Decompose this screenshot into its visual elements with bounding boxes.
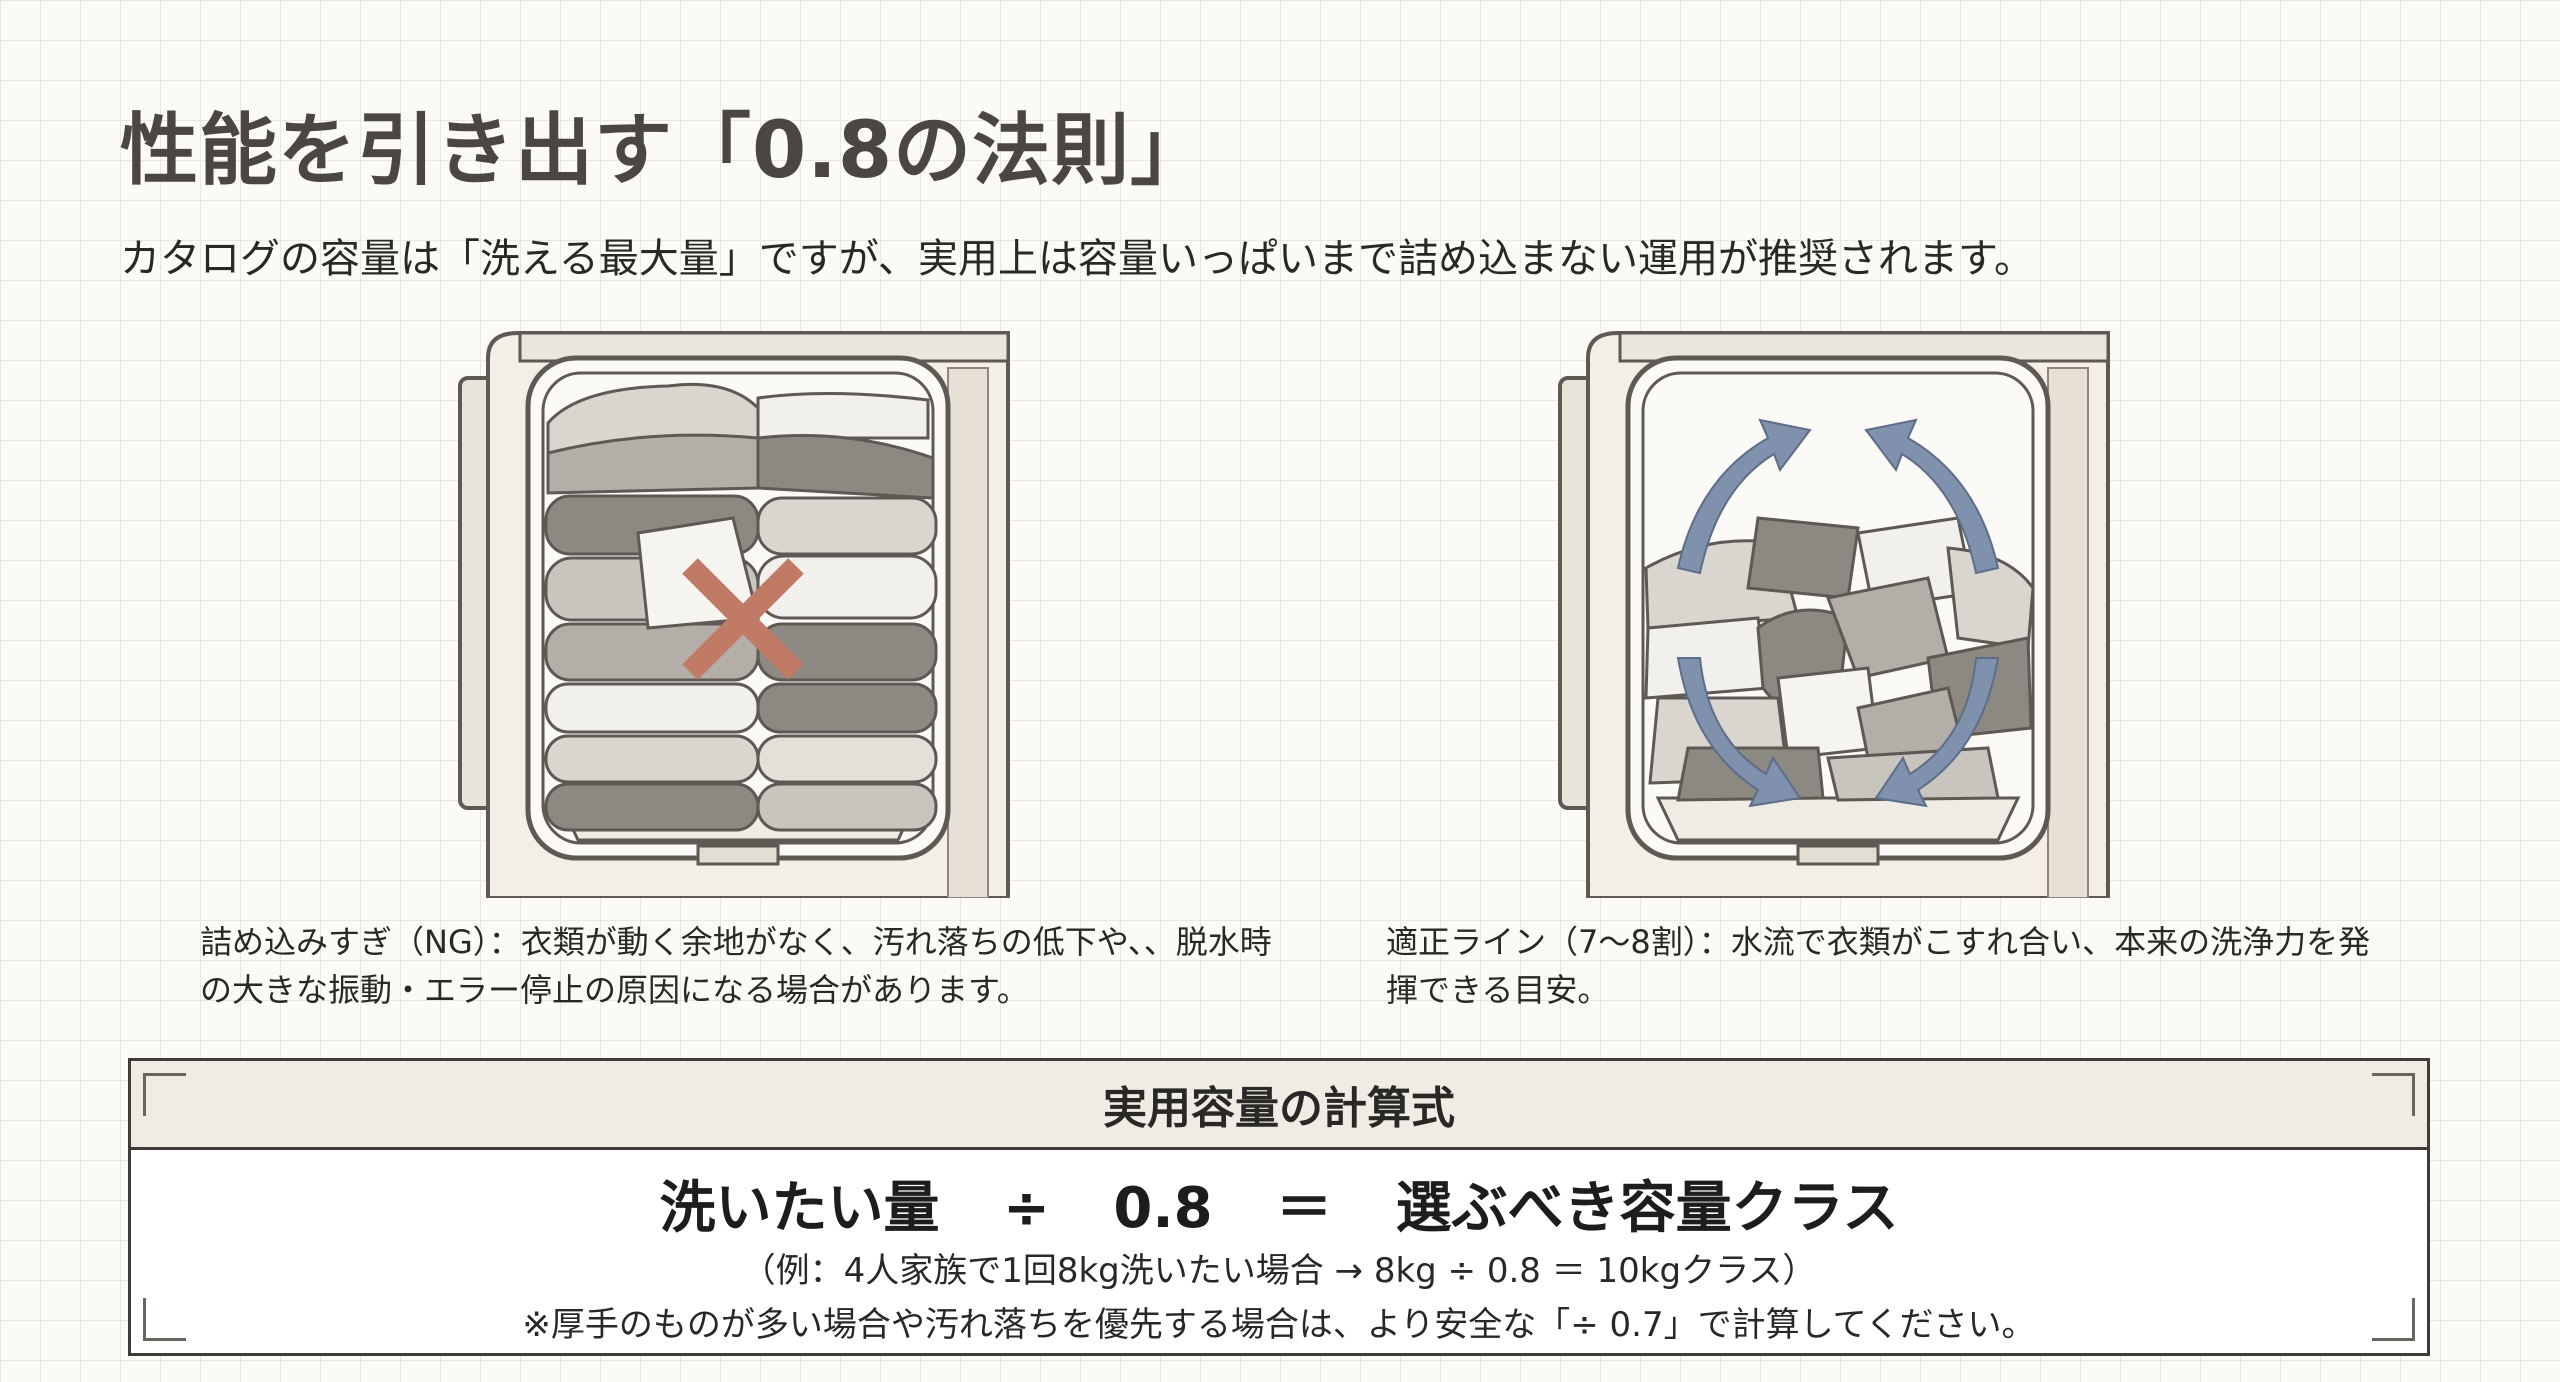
corner-bracket [143, 1298, 186, 1341]
formula-heading: 実用容量の計算式 [131, 1061, 2427, 1150]
corner-bracket [143, 1073, 186, 1116]
formula-equation: 洗いたい量 ÷ 0.8 ＝ 選ぶべき容量クラス [131, 1163, 2427, 1244]
cross-mark-icon [682, 558, 804, 680]
formula-divisor: 0.8 [1113, 1176, 1213, 1241]
page-title: 性能を引き出す「0.8の法則」 [120, 106, 1210, 196]
formula-note: ※厚手のものが多い場合や汚れ落ちを優先する場合は、より安全な「÷ 0.7」で計算… [522, 1305, 2036, 1345]
formula-divide-sign: ÷ [1002, 1176, 1050, 1241]
lead-text: カタログの容量は「洗える最大量」ですが、実用上は容量いっぱいまで詰め込まない運用… [120, 236, 2034, 282]
formula-lhs: 洗いたい量 [659, 1176, 940, 1241]
ng-caption: 詰め込みすぎ（NG）：衣類が動く余地がなく、汚れ落ちの低下や、、脱水時の大きな振… [200, 923, 1272, 1009]
formula-equals-sign: ＝ [1276, 1176, 1333, 1241]
overloaded-drum-illustration [458, 331, 1010, 898]
corner-bracket [2372, 1073, 2415, 1116]
stacked-clothes [544, 382, 938, 832]
proper-load-drum-illustration [1558, 331, 2110, 898]
formula-box: 実用容量の計算式 洗いたい量 ÷ 0.8 ＝ 選ぶべき容量クラス （例：4人家族… [128, 1058, 2430, 1356]
circular-arrow-icon [1676, 418, 2000, 808]
formula-rhs: 選ぶべき容量クラス [1395, 1176, 1899, 1241]
ok-caption: 適正ライン（7〜8割）：水流で衣類がこすれ合い、本来の洗浄力を発揮できる目安。 [1386, 923, 2371, 1009]
corner-bracket [2372, 1298, 2415, 1341]
formula-example: （例：4人家族で1回8kg洗いたい場合 → 8kg ÷ 0.8 ＝ 10kgクラ… [741, 1251, 1817, 1291]
